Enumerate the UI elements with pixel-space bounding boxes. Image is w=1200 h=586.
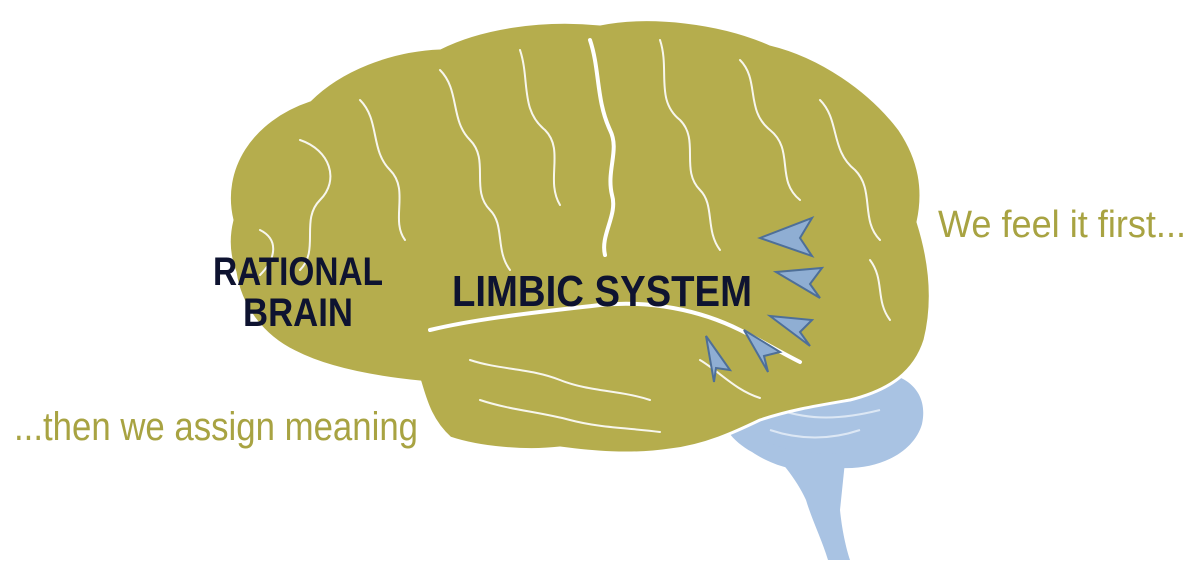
- arrows-group: [705, 216, 825, 383]
- cerebrum-group: [227, 18, 932, 455]
- feel-first-label: We feel it first...: [938, 204, 1186, 246]
- cerebrum: [227, 18, 932, 455]
- brainstem: [762, 440, 850, 560]
- assign-meaning-label: ...then we assign meaning: [14, 405, 418, 449]
- central-sulcus: [588, 38, 616, 257]
- emotion-arrow-icon: [743, 329, 783, 373]
- rational-brain-label-line1: RATIONAL: [213, 250, 383, 294]
- brain-folds: [259, 39, 891, 433]
- emotion-arrow-icon: [757, 216, 815, 258]
- rational-brain-label-line2: BRAIN: [243, 291, 353, 335]
- emotion-arrow-icon: [705, 335, 733, 383]
- emotion-arrow-icon: [766, 314, 815, 347]
- emotion-arrow-icon: [772, 266, 825, 299]
- limbic-system-label: LIMBIC SYSTEM: [452, 267, 752, 316]
